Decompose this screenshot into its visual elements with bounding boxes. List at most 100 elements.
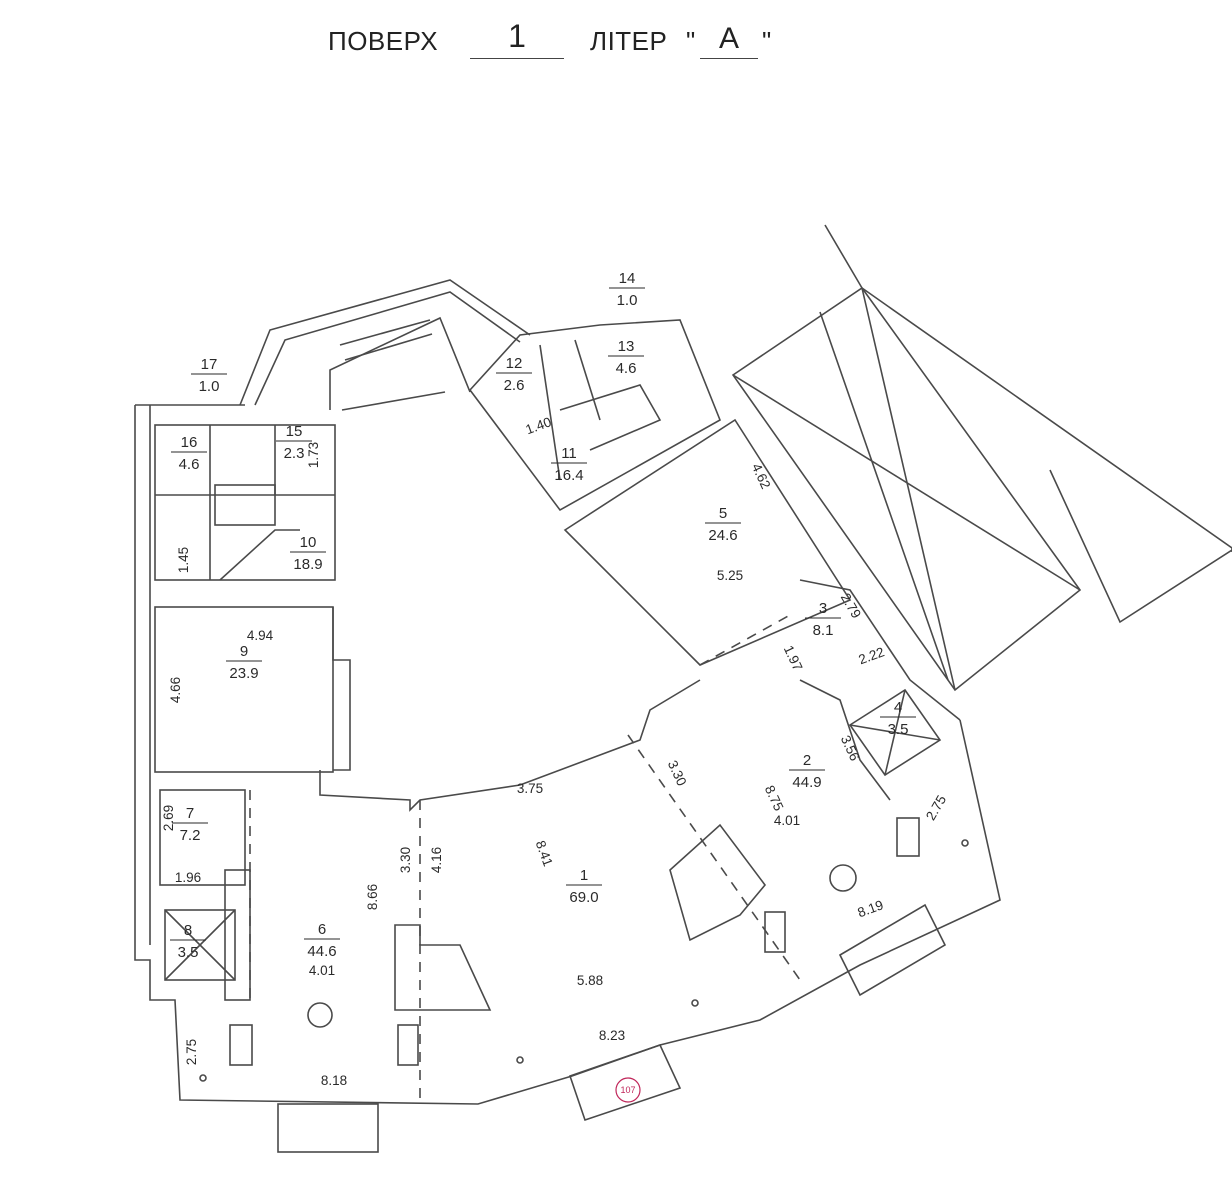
dimension-label: 8.66 xyxy=(365,884,380,910)
room-1-radiator xyxy=(764,911,786,953)
letter-value: А xyxy=(718,22,739,55)
north-corridor-inner xyxy=(254,291,521,406)
courtyard-outline xyxy=(731,286,1082,692)
room-11-area: 16.4 xyxy=(554,467,583,484)
north-stair-step-2 xyxy=(344,333,433,361)
dimension-label: 5.88 xyxy=(577,973,603,988)
room-15-number: 15 xyxy=(286,423,303,440)
room-10-area: 18.9 xyxy=(293,556,322,573)
drawing-header: ПОВЕРХ 1 ЛІТЕР " А " xyxy=(0,18,1232,68)
marker-room-1 xyxy=(516,1056,524,1064)
dimension-label: 8.41 xyxy=(533,839,556,869)
room-1-area: 69.0 xyxy=(569,889,598,906)
north-window-wall xyxy=(341,391,446,411)
north-corridor-stairs xyxy=(329,316,471,410)
dimension-label: 3.75 xyxy=(517,781,543,796)
room-9-outline xyxy=(154,606,334,773)
dimension-label: 1.40 xyxy=(524,414,554,437)
room-3-area: 8.1 xyxy=(813,622,834,639)
dimension-label: 1.96 xyxy=(175,870,201,885)
stair-east-flight xyxy=(559,384,662,451)
courtyard-cross-2 xyxy=(861,287,956,691)
room-3-west-wall xyxy=(799,679,891,801)
room-1-2-partition xyxy=(627,734,801,981)
stair-block-east xyxy=(468,319,722,512)
floor-label: ПОВЕРХ xyxy=(328,26,439,56)
room-6-column xyxy=(307,1002,333,1028)
room-14-area: 1.0 xyxy=(617,292,638,309)
room-13-number: 13 xyxy=(618,338,635,355)
dimension-label: 8.23 xyxy=(599,1028,625,1043)
stair-block-west xyxy=(154,424,336,581)
plan-walls xyxy=(134,224,1232,1153)
room-9-area: 23.9 xyxy=(229,665,258,682)
floor-underline xyxy=(470,58,564,59)
inventory-stamp xyxy=(615,1077,641,1103)
dimension-label: 1.97 xyxy=(781,643,806,673)
room-3-number: 3 xyxy=(819,600,827,617)
dimension-label: 4.62 xyxy=(749,461,774,491)
dimension-label: 8.75 xyxy=(762,783,787,813)
north-stair-step-1 xyxy=(339,319,431,346)
dimension-label: 1.73 xyxy=(306,442,321,468)
room-1-column xyxy=(669,823,767,942)
room-14-number: 14 xyxy=(619,270,636,287)
room-17-area: 1.0 xyxy=(199,378,220,395)
room-4-area: 3.5 xyxy=(888,721,909,738)
dimension-label: 2.69 xyxy=(161,805,176,831)
dimension-label: 3.30 xyxy=(398,847,413,873)
room-17-number: 17 xyxy=(201,356,218,373)
letter-quote-open: " xyxy=(686,26,696,56)
adjacent-building-lower xyxy=(1049,469,1232,624)
marker-room-1-2 xyxy=(691,999,699,1007)
room-5-number: 5 xyxy=(719,505,727,522)
room-16-number: 16 xyxy=(181,434,198,451)
room-2-number: 2 xyxy=(803,752,811,769)
letter-quote-close: " xyxy=(762,26,772,56)
dimension-label: 3.30 xyxy=(665,758,690,788)
room-7-outline xyxy=(159,789,246,886)
north-corridor-outer xyxy=(239,279,531,406)
dimension-label: 4.01 xyxy=(309,963,335,978)
room-2-area: 44.9 xyxy=(792,774,821,791)
letter-underline xyxy=(700,58,758,59)
stair-west-flight xyxy=(219,529,300,581)
room-11-number: 11 xyxy=(561,445,577,462)
room-6-radiator-2 xyxy=(397,1024,419,1066)
south-entrance-west xyxy=(277,1103,379,1153)
room-3-east-wall xyxy=(799,579,961,721)
room-5-area: 24.6 xyxy=(708,527,737,544)
room-6-radiator xyxy=(229,1024,253,1066)
dimension-label: 2.75 xyxy=(184,1039,199,1065)
dimension-label: 4.66 xyxy=(168,677,183,703)
marker-room-6 xyxy=(199,1074,207,1082)
room-1-number: 1 xyxy=(580,867,588,884)
dimension-label: 8.18 xyxy=(321,1073,347,1088)
dimension-label: 4.16 xyxy=(429,847,444,873)
inventory-stamp-text: 107 xyxy=(620,1085,635,1095)
room-4-number: 4 xyxy=(894,699,902,716)
room-12-number: 12 xyxy=(506,355,523,372)
room-2-radiator xyxy=(896,817,920,857)
dimension-label: 2.79 xyxy=(838,591,864,621)
room-8-area: 3.5 xyxy=(178,944,199,961)
room-9-number: 9 xyxy=(240,643,248,660)
room-9-east-wall xyxy=(332,607,351,771)
courtyard-cross-3 xyxy=(819,311,949,681)
dimension-label: 4.01 xyxy=(774,813,800,828)
room-8-number: 8 xyxy=(184,922,192,939)
room-6-column-block xyxy=(394,924,492,1011)
room-7-number: 7 xyxy=(186,805,194,822)
stair-east-rail xyxy=(539,344,561,481)
floor-value: 1 xyxy=(508,18,526,54)
room-5-outline xyxy=(563,418,852,666)
dimension-label: 5.25 xyxy=(717,568,743,583)
dimension-label: 2.75 xyxy=(923,793,949,823)
letter-label: ЛІТЕР xyxy=(590,26,668,56)
room-2-column xyxy=(829,864,857,892)
room-7-area: 7.2 xyxy=(180,827,201,844)
south-entrance-middle xyxy=(568,1044,682,1122)
dimension-label: 1.45 xyxy=(176,547,191,573)
room-5-2-partition xyxy=(699,614,791,666)
room-16-area: 4.6 xyxy=(179,456,200,473)
